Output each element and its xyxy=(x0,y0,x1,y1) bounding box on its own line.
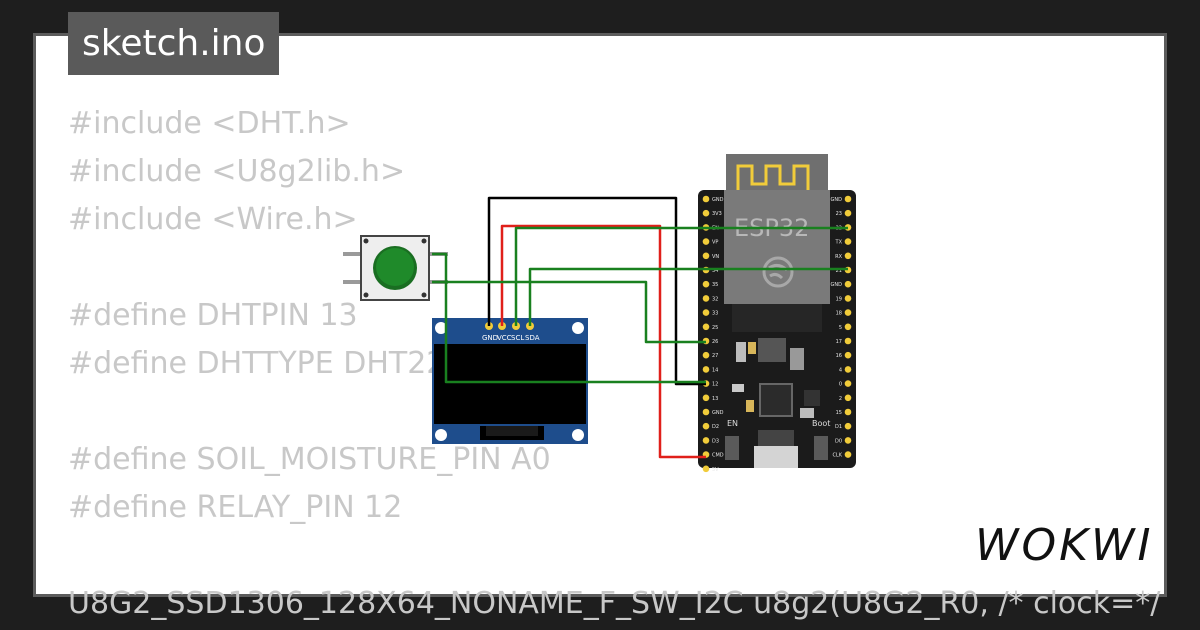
pushbutton[interactable] xyxy=(343,235,448,301)
esp32-pin[interactable] xyxy=(702,195,710,203)
esp32-pin-label: GND xyxy=(831,282,843,288)
esp32-pin-label: D0 xyxy=(835,438,842,444)
file-tab[interactable]: sketch.ino xyxy=(68,12,280,75)
wokwi-logo: WOKWI xyxy=(975,520,1154,571)
en-button-label: EN xyxy=(727,419,738,428)
esp32-pin-label: 21 xyxy=(836,268,842,274)
esp32-left-header: GND3V3ENVPVN34353233252627141213GNDD2D3C… xyxy=(702,195,724,473)
esp32-pin-label: 17 xyxy=(836,339,842,345)
esp32-pin[interactable] xyxy=(844,422,852,430)
boot-button[interactable] xyxy=(814,436,828,460)
esp32-pin[interactable] xyxy=(702,280,710,288)
esp32-pin-label: 12 xyxy=(712,382,718,388)
esp32-pin[interactable] xyxy=(844,394,852,402)
esp32-pin-label: RX xyxy=(835,254,842,260)
esp32-pin-label: CMD xyxy=(712,453,724,459)
esp32-pin-label: 26 xyxy=(712,339,718,345)
esp32-pin[interactable] xyxy=(844,323,852,331)
esp32-pin[interactable] xyxy=(844,195,852,203)
esp32-pin-label: 4 xyxy=(839,367,842,373)
esp32-pin[interactable] xyxy=(702,323,710,331)
oled-screen xyxy=(434,344,586,424)
wire-button-gpio xyxy=(432,252,706,384)
esp32-pin-label: CLK xyxy=(832,453,842,459)
esp32-pin[interactable] xyxy=(844,437,852,444)
esp32-pin-label: D1 xyxy=(835,424,842,430)
oled-pin-gnd: GND xyxy=(482,334,498,342)
wire-vcc xyxy=(500,224,706,459)
esp32-pin-label: GND xyxy=(712,410,724,416)
esp32-pin-label: VP xyxy=(712,240,718,246)
esp32-pin-label: 14 xyxy=(712,367,718,373)
esp32-board: ESP32 EN Boot GND3V3ENVPVN34353233252627… xyxy=(698,154,856,473)
esp32-pin[interactable] xyxy=(702,366,710,373)
oled-pin-vcc: VCC xyxy=(497,334,512,342)
esp32-pin-label: 34 xyxy=(712,268,718,274)
wire-sda xyxy=(528,267,848,326)
esp32-pin[interactable] xyxy=(702,209,710,217)
esp32-pin-label: 35 xyxy=(712,282,718,288)
wire-scl xyxy=(514,226,848,326)
esp32-pin-label: 2 xyxy=(839,396,842,402)
preview-card xyxy=(33,33,1167,597)
esp32-pin[interactable] xyxy=(702,252,710,260)
esp32-pin-label: 19 xyxy=(836,296,842,302)
esp32-pin[interactable] xyxy=(702,465,710,473)
code-editor: #include <DHT.h> #include <U8g2lib.h> #i… xyxy=(68,106,1161,621)
boot-button-label: Boot xyxy=(812,419,830,428)
wires xyxy=(432,196,848,459)
esp32-pin-label: 0 xyxy=(839,382,842,388)
esp32-pin-label: GND xyxy=(831,197,843,203)
oled-pin-scl: SCL xyxy=(511,334,524,342)
esp32-pin[interactable] xyxy=(702,394,710,402)
esp32-pin-label: 5 xyxy=(839,325,842,331)
esp32-pin[interactable] xyxy=(844,337,852,345)
esp32-pin[interactable] xyxy=(844,366,852,373)
esp32-pin[interactable] xyxy=(844,252,852,260)
esp32-pin-label: 13 xyxy=(712,396,718,402)
esp32-pin-label: 32 xyxy=(712,296,718,302)
esp32-pin-label: 33 xyxy=(712,311,718,317)
esp32-pin[interactable] xyxy=(702,351,710,359)
en-button[interactable] xyxy=(725,436,739,460)
esp32-pin-label: 5V xyxy=(712,467,719,473)
esp32-pin[interactable] xyxy=(702,238,710,245)
esp32-pin[interactable] xyxy=(844,351,852,359)
esp32-pin-label: D2 xyxy=(712,424,719,430)
esp32-pin-label: 27 xyxy=(712,353,718,359)
esp32-pin[interactable] xyxy=(702,408,710,416)
esp32-pin-label: 18 xyxy=(836,311,842,317)
esp32-pin[interactable] xyxy=(844,280,852,288)
oled-pin-sda: SDA xyxy=(525,334,540,342)
usb-port xyxy=(754,446,798,468)
esp32-pin-label: 23 xyxy=(836,211,842,217)
esp32-pin-label: VN xyxy=(712,254,719,260)
esp32-pin[interactable] xyxy=(702,309,710,316)
esp32-pin-label: 25 xyxy=(712,325,718,331)
esp32-pin[interactable] xyxy=(702,437,710,444)
esp32-pin[interactable] xyxy=(844,380,852,387)
esp32-pin[interactable] xyxy=(844,408,852,416)
wire-gnd xyxy=(487,196,706,386)
pushbutton-icon[interactable] xyxy=(376,248,414,286)
esp32-pin-label: D3 xyxy=(712,438,719,444)
esp32-pin[interactable] xyxy=(844,451,852,458)
esp32-pin[interactable] xyxy=(844,209,852,217)
esp32-pin-label: 3V3 xyxy=(712,211,722,217)
esp32-pin-label: 15 xyxy=(836,410,842,416)
esp32-pin[interactable] xyxy=(844,295,852,302)
wire-button-return xyxy=(432,280,706,344)
esp32-pin-label: GND xyxy=(712,197,724,203)
esp32-pin[interactable] xyxy=(844,309,852,316)
esp32-pin-label: TX xyxy=(835,240,843,246)
esp32-pin[interactable] xyxy=(702,295,710,302)
esp32-pin[interactable] xyxy=(844,238,852,245)
esp32-pin[interactable] xyxy=(702,422,710,430)
esp32-pin-label: 16 xyxy=(836,353,842,359)
